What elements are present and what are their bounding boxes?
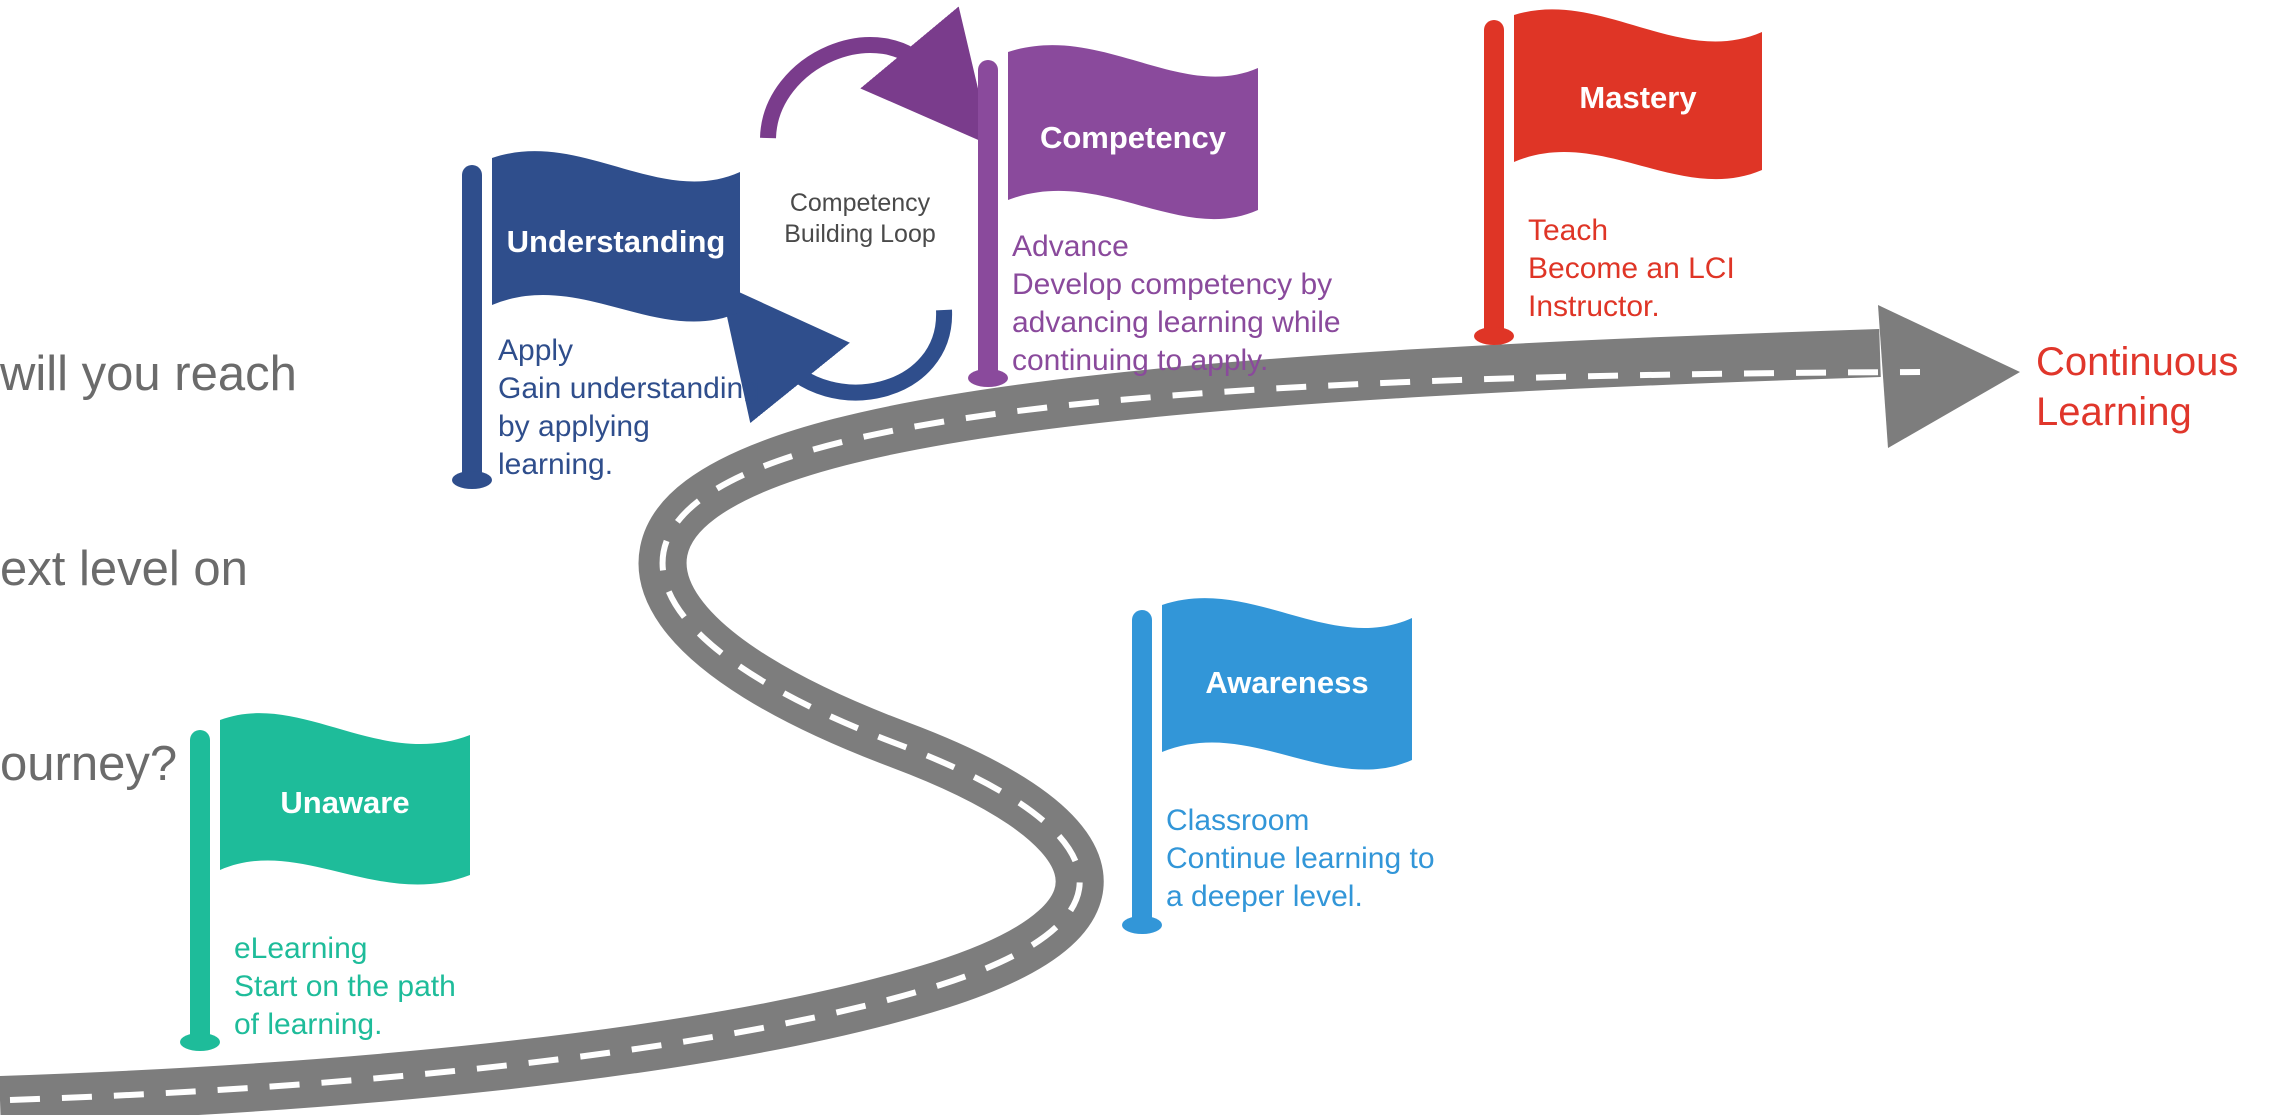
- desc-line: Gain understanding: [498, 372, 760, 405]
- flag-competency: [968, 45, 1258, 387]
- flag-understanding: [452, 151, 740, 489]
- road-center-dashes: [9, 369, 1921, 1103]
- desc-line: by applying: [498, 410, 650, 443]
- competency-description: Advance Develop competency by advancing …: [1012, 228, 1341, 380]
- loop-arrow-bottom: [719, 283, 953, 424]
- road: [0, 305, 2020, 1115]
- flag-awareness: [1122, 598, 1412, 934]
- desc-line: eLearning: [234, 932, 368, 965]
- flag-pole: [462, 165, 482, 485]
- desc-line: advancing learning while: [1012, 306, 1341, 339]
- desc-line: Instructor.: [1528, 290, 1660, 323]
- desc-line: learning.: [498, 448, 614, 481]
- flag-title-unaware: Unaware: [280, 785, 410, 820]
- flag-pole-base: [1474, 327, 1514, 345]
- cont-line: Learning: [2036, 390, 2192, 434]
- desc-line: Apply: [498, 334, 574, 367]
- loop-line: Building Loop: [784, 220, 936, 248]
- intro-line: will you reach: [0, 347, 297, 401]
- flag-pole-base: [180, 1033, 220, 1051]
- flag-pole: [978, 60, 998, 380]
- flag-pole: [190, 730, 210, 1050]
- loop-arrow-top: [760, 6, 992, 146]
- intro-line: ourney?: [0, 737, 178, 791]
- intro-question: will you reach ext level on ourney?: [0, 212, 297, 862]
- flag-cloth: [1008, 45, 1258, 220]
- flag-unaware: [180, 713, 470, 1051]
- desc-line: a deeper level.: [1166, 880, 1363, 913]
- flag-pole-base: [452, 471, 492, 489]
- intro-line: ext level on: [0, 542, 248, 596]
- awareness-description: Classroom Continue learning to a deeper …: [1166, 802, 1435, 916]
- flag-cloth: [220, 713, 470, 885]
- continuous-learning-label: Continuous Learning: [2036, 337, 2238, 437]
- desc-line: Advance: [1012, 230, 1129, 263]
- road-arrowhead: [1878, 305, 2020, 448]
- desc-line: Teach: [1528, 214, 1609, 247]
- flag-pole: [1132, 610, 1152, 930]
- desc-line: Become an LCI: [1528, 252, 1735, 285]
- flag-mastery: [1474, 9, 1762, 345]
- flag-title-understanding: Understanding: [506, 224, 726, 259]
- flag-title-mastery: Mastery: [1579, 80, 1697, 115]
- understanding-description: Apply Gain understanding by applying lea…: [498, 332, 760, 484]
- unaware-description: eLearning Start on the path of learning.: [234, 930, 456, 1044]
- loop-line: Competency: [789, 189, 931, 217]
- flag-cloth: [492, 151, 740, 322]
- desc-line: Classroom: [1166, 804, 1310, 837]
- desc-line: of learning.: [234, 1008, 383, 1041]
- mastery-description: Teach Become an LCI Instructor.: [1528, 212, 1735, 326]
- desc-line: continuing to apply.: [1012, 344, 1269, 377]
- flag-pole: [1484, 20, 1504, 340]
- flag-title-competency: Competency: [1039, 120, 1227, 155]
- desc-line: Start on the path: [234, 970, 456, 1003]
- cont-line: Continuous: [2036, 340, 2239, 384]
- flag-pole-base: [968, 369, 1008, 387]
- flag-title-awareness: Awareness: [1205, 665, 1369, 700]
- flag-cloth: [1514, 9, 1762, 180]
- competency-loop-label: Competency Building Loop: [770, 188, 950, 250]
- competency-loop-arrows: [719, 6, 992, 424]
- desc-line: Develop competency by: [1012, 268, 1333, 301]
- desc-line: Continue learning to: [1166, 842, 1435, 875]
- flag-cloth: [1162, 598, 1412, 770]
- flag-pole-base: [1122, 916, 1162, 934]
